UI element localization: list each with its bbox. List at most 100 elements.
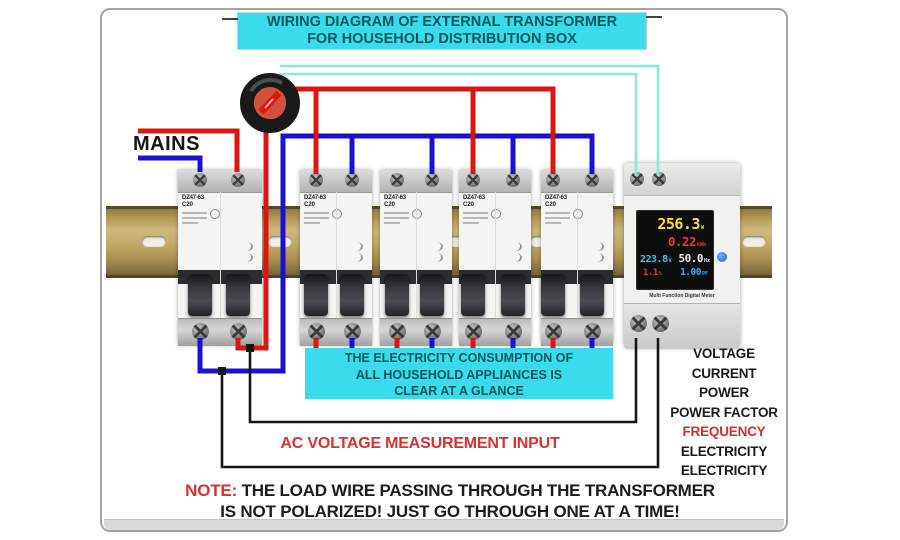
breaker-bottom-terminals	[380, 318, 452, 346]
breaker-toggle	[501, 274, 525, 316]
breaker-label: DZ47-63 C20	[384, 195, 409, 224]
circuit-breaker: DZ47-63 C20	[459, 170, 531, 346]
unit-label: %	[658, 271, 662, 277]
percent-value: 1.1	[643, 268, 658, 278]
breaker-toggle	[580, 274, 604, 316]
fine-print-lines	[545, 217, 570, 219]
terminal-screw	[546, 173, 560, 187]
terminal-screw	[584, 323, 601, 340]
breaker-label: DZ47-63 C20	[182, 195, 207, 224]
meter-button	[717, 252, 727, 262]
fine-print-lines	[463, 222, 479, 224]
cert-mark-icon	[332, 209, 342, 219]
fine-print-lines	[545, 212, 570, 214]
mains-label: MAINS	[133, 133, 200, 155]
title-banner: WIRING DIAGRAM OF EXTERNAL TRANSFORMER F…	[238, 13, 646, 49]
unit-label: PF	[701, 271, 708, 277]
circuit-breaker: DZ47-63 C20	[300, 170, 372, 346]
ct-secondary-wire	[280, 72, 638, 176]
fine-print-lines	[304, 217, 329, 219]
junction-dots	[218, 344, 254, 375]
breaker-model: DZ47-63	[304, 195, 326, 201]
fine-print-lines	[384, 222, 400, 224]
cert-mark-icon	[491, 209, 501, 219]
breaker-toggle	[226, 274, 250, 316]
measurement-item: ELECTRICITY	[680, 443, 768, 459]
cert-mark-icon	[412, 209, 422, 219]
breaker-model: DZ47-63	[384, 195, 406, 201]
ac-input-label: AC VOLTAGE MEASUREMENT INPUT	[280, 435, 560, 452]
terminal-screw	[506, 173, 520, 187]
live-wires	[138, 86, 556, 351]
fine-print-lines	[304, 222, 320, 224]
breaker-toggle	[461, 274, 485, 316]
breaker-label: DZ47-63 C20	[463, 195, 488, 224]
fine-print-lines	[384, 212, 409, 214]
circuit-breaker: DZ47-63 C20	[380, 170, 452, 346]
note-line-1: NOTE: THE LOAD WIRE PASSING THROUGH THE …	[110, 481, 790, 502]
junction-dot	[218, 367, 226, 375]
voltage-sense-wire	[220, 338, 660, 469]
breaker-model: DZ47-63	[545, 195, 567, 201]
terminal-screw	[545, 323, 562, 340]
title-line-2: FOR HOUSEHOLD DISTRIBUTION BOX	[307, 31, 577, 48]
junction-dot	[246, 344, 254, 352]
voltage-sense-wire	[248, 338, 638, 424]
title-line-1: WIRING DIAGRAM OF EXTERNAL TRANSFORMER	[266, 14, 618, 30]
terminal-screw	[630, 315, 647, 332]
fine-print-lines	[463, 212, 488, 214]
fine-print-lines	[463, 217, 488, 219]
energy-value: 0.22	[667, 234, 697, 249]
measurement-wires	[220, 16, 662, 469]
terminal-screw	[345, 173, 359, 187]
frame-bottom-strip	[104, 519, 784, 530]
measurement-item: FREQUENCY	[682, 424, 766, 439]
terminal-screw	[390, 173, 404, 187]
rail-slot	[742, 236, 766, 247]
note-text: NOTE: THE LOAD WIRE PASSING THROUGH THE …	[110, 481, 790, 522]
terminal-screw	[505, 323, 522, 340]
mains-live-wire	[138, 128, 240, 172]
unit-label: W	[700, 225, 704, 231]
terminal-screw	[630, 172, 644, 186]
breaker-model: DZ47-63	[182, 195, 204, 201]
breaker-rating: C20	[545, 202, 557, 208]
terminal-screw	[308, 323, 325, 340]
terminal-screw	[425, 173, 439, 187]
breaker-toggle	[340, 274, 364, 316]
circuit-breaker: DZ47-63 C20	[541, 170, 613, 346]
measurement-item: POWER FACTOR	[670, 404, 778, 420]
measurement-item: ELECTRICITY	[680, 463, 768, 478]
mains-neutral-wire	[138, 155, 203, 172]
neutral-wires	[138, 133, 595, 374]
circuit-breaker-main: DZ47-63 C20	[178, 170, 262, 346]
breaker-label: DZ47-63 C20	[545, 195, 570, 224]
terminal-screw	[465, 323, 482, 340]
rail-slot	[142, 236, 166, 247]
live-bus-through-ct-wire	[235, 86, 556, 351]
breaker-toggle	[188, 274, 212, 316]
terminal-screw	[344, 323, 361, 340]
fine-print-lines	[182, 222, 198, 224]
consumption-line-3: CLEAR AT A GLANCE	[394, 384, 524, 398]
terminal-screw	[192, 323, 209, 340]
breaker-toggle	[541, 274, 565, 316]
breaker-model: DZ47-63	[463, 195, 485, 201]
breaker-rating: C20	[463, 202, 475, 208]
fine-print-lines	[182, 212, 207, 214]
measurement-item: VOLTAGE	[693, 346, 755, 361]
terminal-screw	[466, 173, 480, 187]
meter-caption: Multi Function Digital Meter	[649, 293, 715, 299]
rail-slot	[268, 236, 292, 247]
ring-highlight	[249, 77, 283, 93]
measurement-list: VOLTAGE CURRENT POWER POWER FACTOR FREQU…	[650, 344, 798, 481]
cert-mark-icon	[573, 209, 583, 219]
breaker-rating: C20	[182, 202, 194, 208]
unit-label: Hz	[703, 258, 710, 264]
note-body-1: THE LOAD WIRE PASSING THROUGH THE TRANSF…	[241, 481, 715, 500]
breaker-toggle	[304, 274, 328, 316]
